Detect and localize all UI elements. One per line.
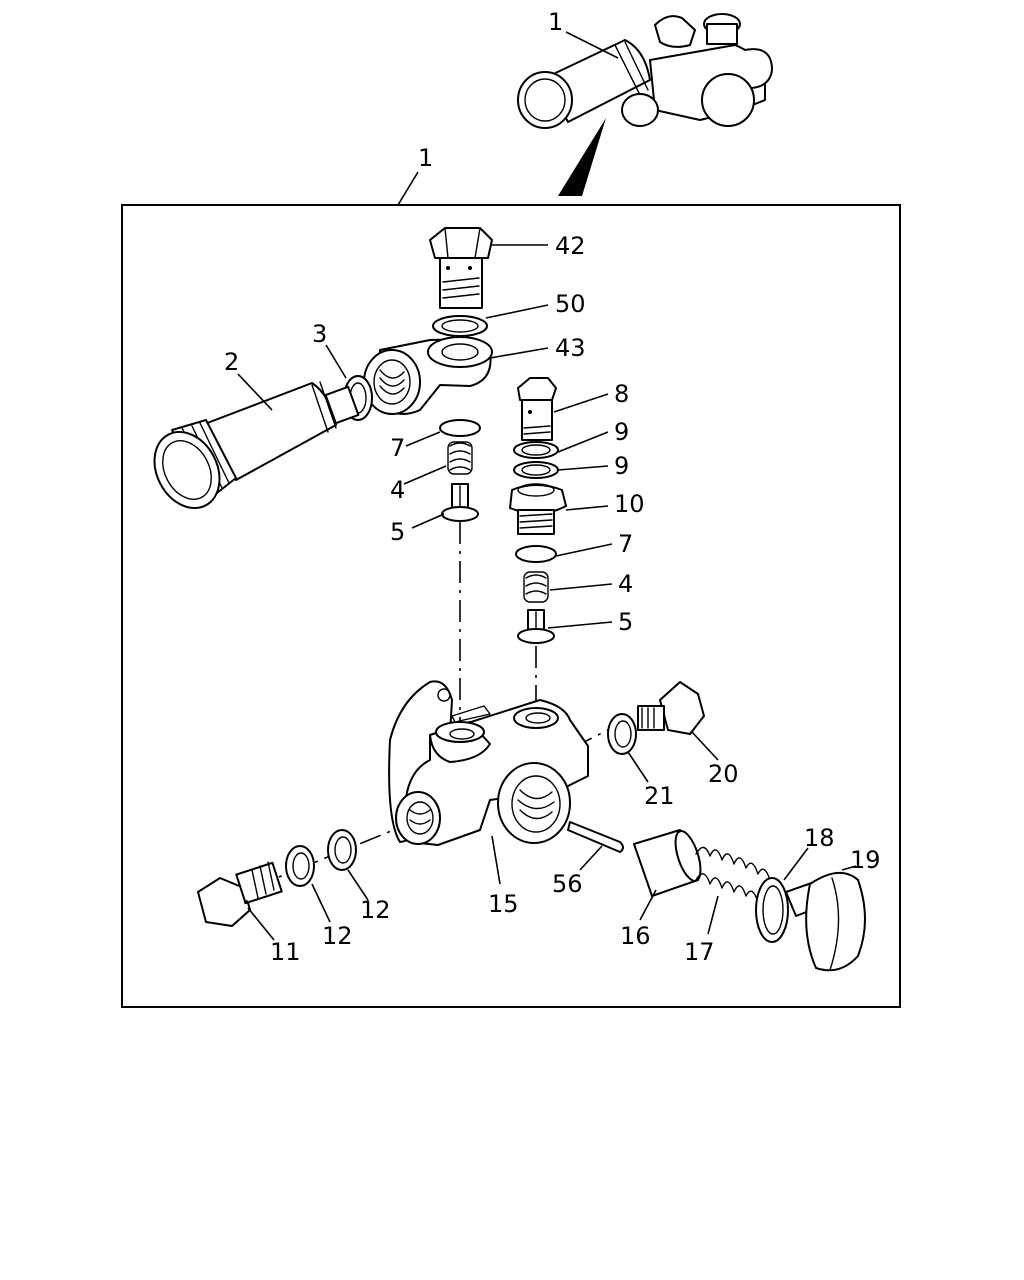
assembled-pump-inset: 1	[517, 8, 773, 196]
callout-12-b: 12	[322, 922, 353, 950]
part-8-valve-bolt: 8	[517, 377, 629, 441]
callout-7-left: 7	[390, 434, 405, 462]
part-12-washer-a: 12	[327, 829, 391, 924]
part-11-banjo-bolt: 11	[197, 861, 301, 966]
callout-50: 50	[555, 290, 586, 318]
callout-10: 10	[614, 490, 645, 518]
callout-9-b: 9	[614, 452, 629, 480]
callout-16: 16	[620, 922, 651, 950]
exploded-view-frame	[121, 204, 901, 1008]
callout-19: 19	[850, 846, 881, 874]
part-5-valve-right: 5	[517, 608, 633, 644]
callout-18: 18	[804, 824, 835, 852]
part-5-valve-left: 5	[390, 483, 479, 546]
part-43-banjo-fitting: 43	[363, 334, 586, 415]
callout-15: 15	[488, 890, 519, 918]
part-19-plug: 19	[785, 846, 881, 972]
callout-4-left: 4	[390, 476, 405, 504]
callout-12-a: 12	[360, 896, 391, 924]
part-18-gasket: 18	[755, 824, 835, 943]
part-4-spring-left: 4	[390, 441, 473, 504]
callout-20: 20	[708, 760, 739, 788]
callout-56: 56	[552, 870, 583, 898]
callout-21: 21	[644, 782, 675, 810]
part-2-priming-pump: 2	[153, 348, 360, 510]
callout-11: 11	[270, 938, 301, 966]
part-7-ring-left: 7	[390, 419, 481, 462]
callout-2: 2	[224, 348, 239, 376]
callout-43: 43	[555, 334, 586, 362]
callout-1-top: 1	[548, 8, 563, 36]
part-10-valve-seat: 10	[509, 483, 645, 535]
callout-8: 8	[614, 380, 629, 408]
part-4-spring-right: 4	[523, 570, 633, 603]
callout-3: 3	[312, 320, 327, 348]
part-16-piston: 16	[620, 829, 702, 950]
callout-42: 42	[555, 232, 586, 260]
part-15-pump-body: 15	[388, 680, 624, 918]
part-56-pin: 56	[552, 845, 603, 898]
part-42-banjo-bolt: 42	[429, 227, 586, 309]
callout-5-left: 5	[390, 518, 405, 546]
part-7-ring-right: 7	[515, 530, 633, 563]
callout-9-a: 9	[614, 418, 629, 446]
part-12-washer-b: 12	[285, 845, 353, 950]
callout-17: 17	[684, 938, 715, 966]
part-9-washer-b: 9	[513, 452, 629, 480]
callout-4-right: 4	[618, 570, 633, 598]
part-21-gasket: 21	[607, 713, 675, 810]
part-17-spring: 17	[684, 846, 771, 966]
callout-5-right: 5	[618, 608, 633, 636]
callout-1-frame: 1	[418, 144, 433, 172]
part-50-washer: 50	[432, 290, 586, 337]
part-9-washer-a: 9	[513, 418, 629, 459]
callout-7-right: 7	[618, 530, 633, 558]
part-20-plug: 20	[637, 681, 739, 788]
